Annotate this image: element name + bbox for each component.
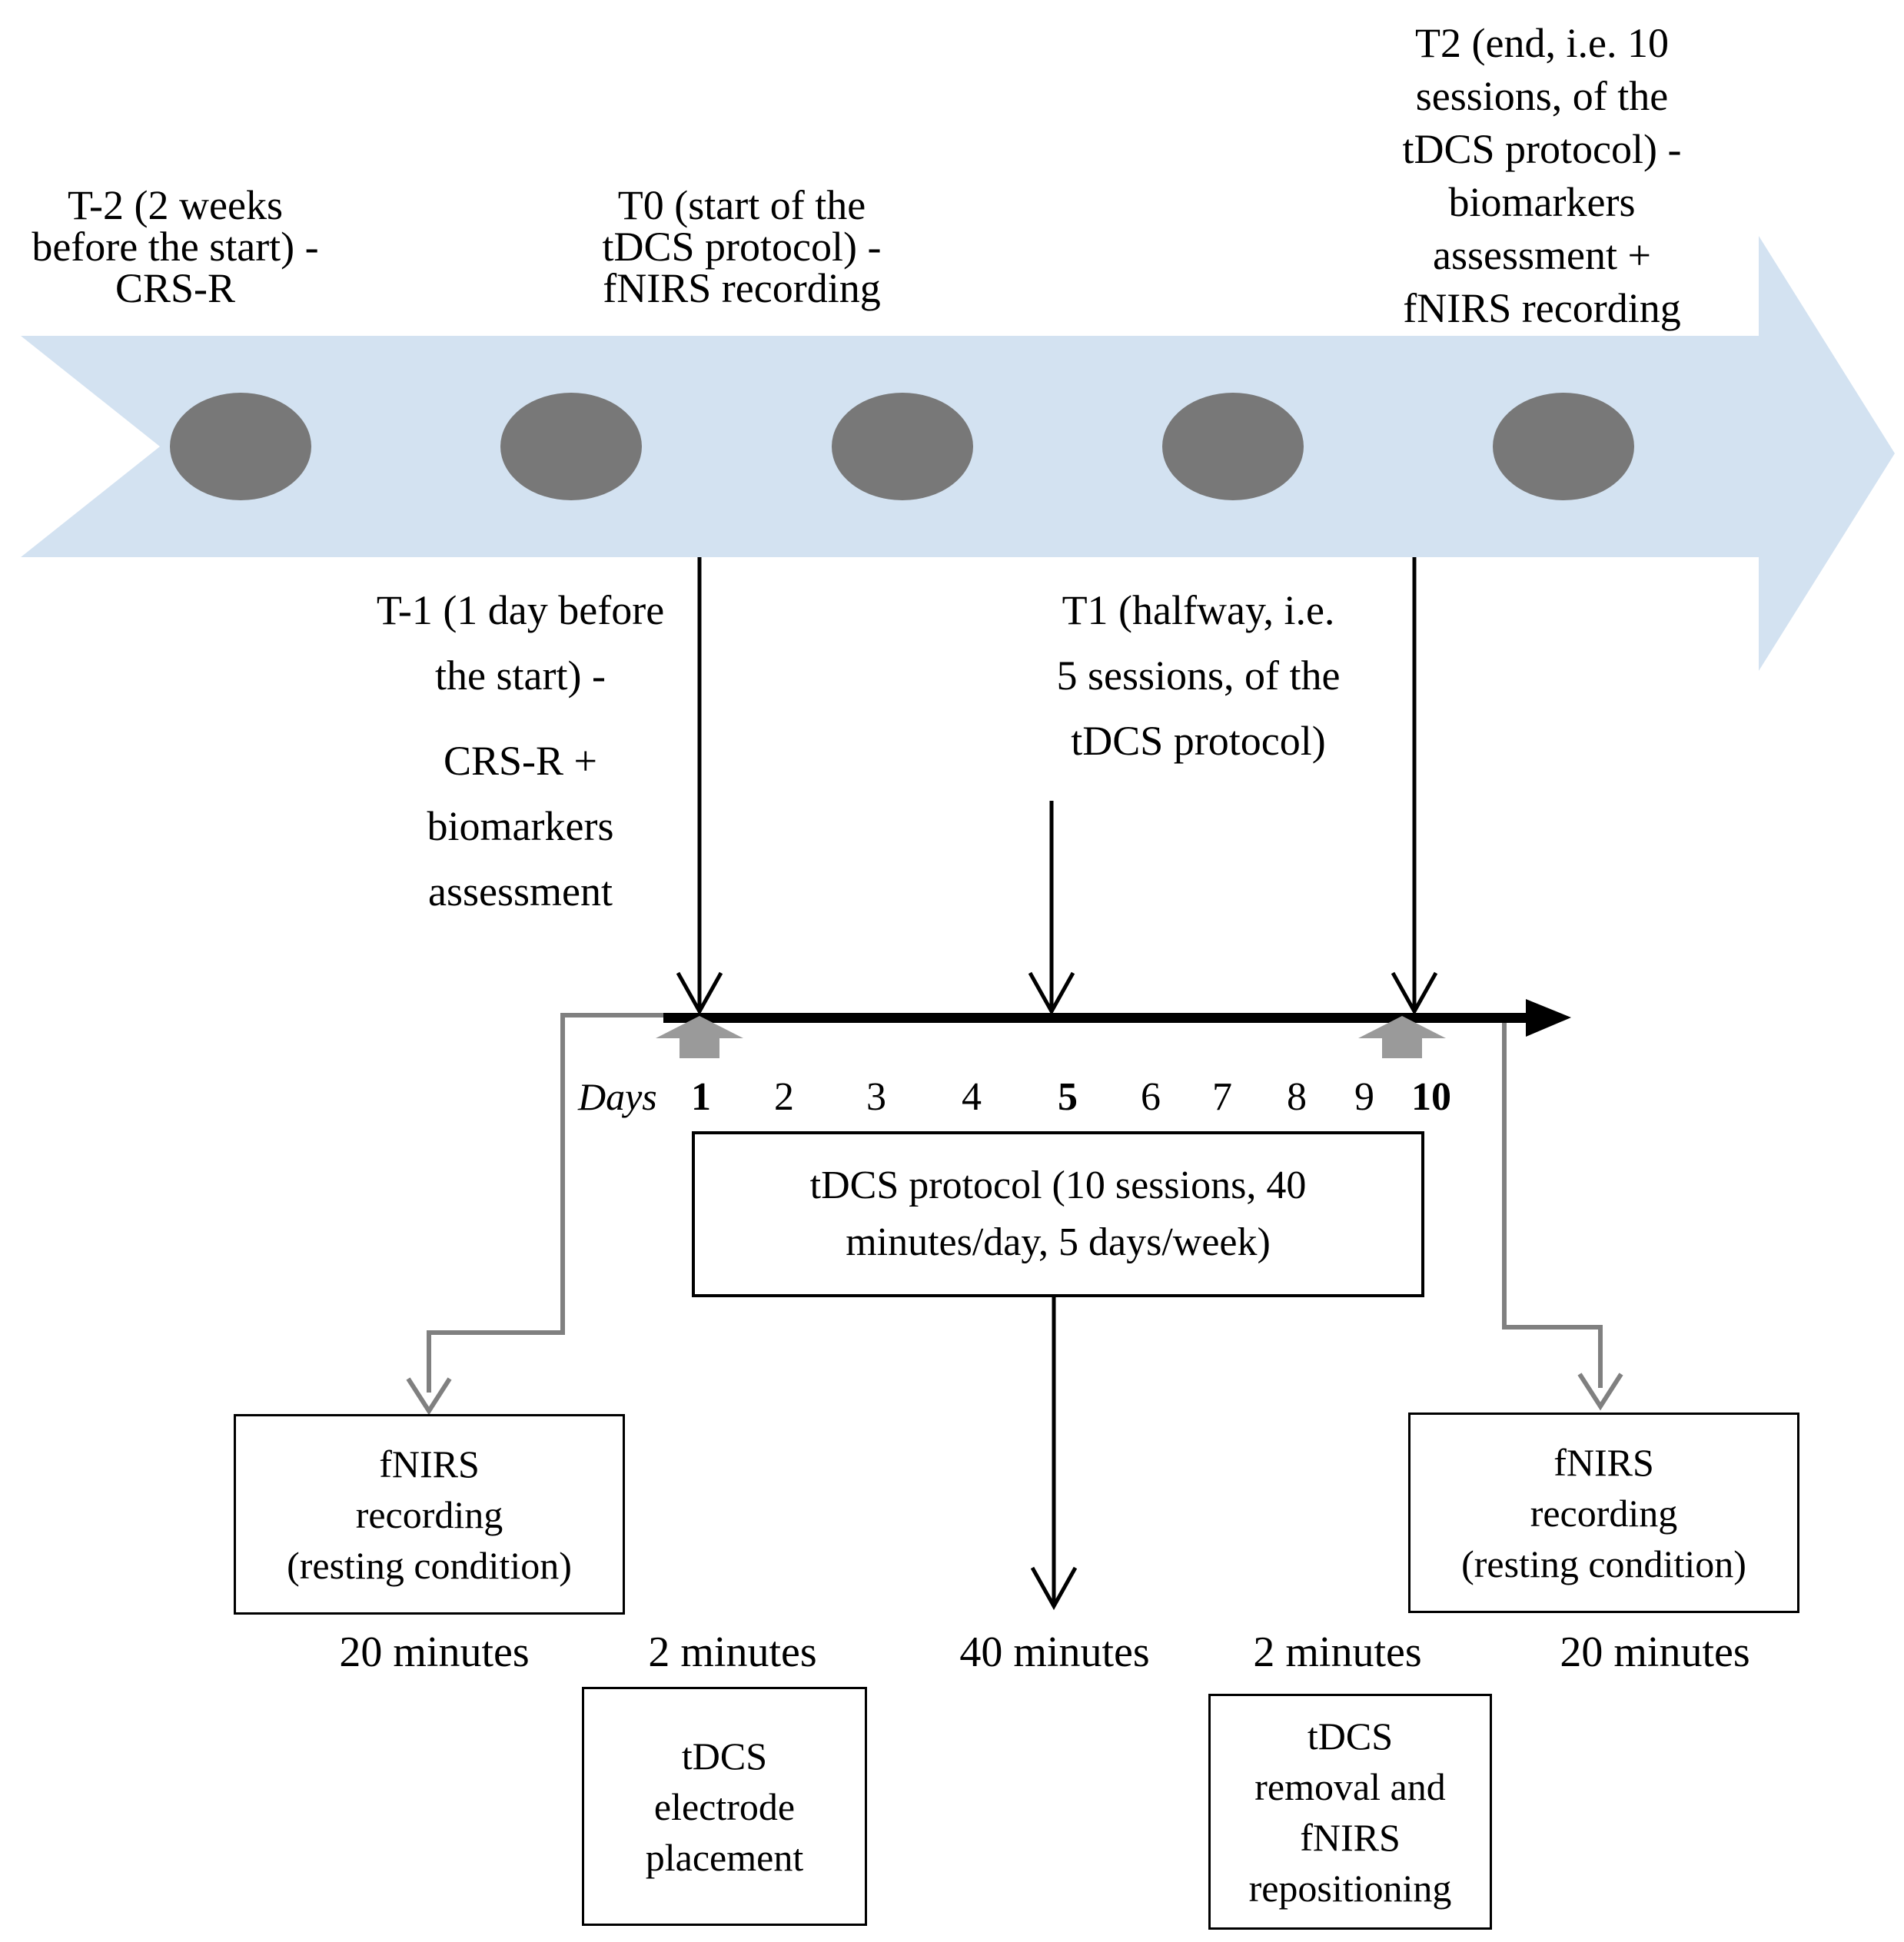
- label-line: 5 sessions, of the: [1056, 652, 1341, 699]
- milestone-dot-t0: [832, 393, 973, 500]
- day-tick-8: 8: [1287, 1075, 1307, 1119]
- label-line: assessment +: [1433, 232, 1651, 278]
- block-up-arrow-day1-icon: [656, 1016, 743, 1058]
- box-line: fNIRS: [1300, 1815, 1401, 1859]
- milestone-dot-t1: [1162, 393, 1304, 500]
- label-line: before the start) -: [32, 224, 319, 270]
- day-tick-5: 5: [1058, 1075, 1078, 1119]
- label-line: fNIRS recording: [603, 265, 881, 311]
- box-line: placement: [645, 1835, 804, 1879]
- day-axis-bar: [663, 1013, 1526, 1023]
- label-t1: T1 (halfway, i.e. 5 sessions, of the tDC…: [1057, 578, 1341, 774]
- day-tick-6: 6: [1141, 1075, 1161, 1119]
- day-tick-3: 3: [866, 1075, 886, 1119]
- box-line: repositioning: [1248, 1866, 1452, 1910]
- label-t0: T0 (start of the tDCS protocol) - fNIRS …: [603, 184, 882, 309]
- duration-fnirs-right: 20 minutes: [1560, 1628, 1750, 1676]
- day-axis-arrowhead-icon: [1526, 999, 1571, 1037]
- connector-left-elbow: [427, 1013, 699, 1393]
- box-line: recording: [1530, 1491, 1678, 1535]
- label-paragraph: CRS-R + biomarkers assessment: [377, 729, 664, 925]
- t2-drop-arrowhead-icon: [1391, 971, 1438, 1016]
- label-line: the start) -: [435, 652, 606, 699]
- duration-stimulation: 40 minutes: [959, 1628, 1150, 1676]
- label-line: biomarkers: [427, 803, 614, 849]
- label-line: T2 (end, i.e. 10: [1415, 20, 1669, 66]
- milestone-dot-t2: [1493, 393, 1634, 500]
- day-tick-4: 4: [962, 1075, 982, 1119]
- label-line: assessment: [428, 868, 613, 915]
- duration-electrode: 2 minutes: [648, 1628, 817, 1676]
- duration-fnirs-left: 20 minutes: [339, 1628, 530, 1676]
- connector-left-arrowhead-icon: [406, 1377, 452, 1416]
- stimulation-arrowhead-icon: [1030, 1566, 1078, 1611]
- duration-removal: 2 minutes: [1253, 1628, 1422, 1676]
- box-line: fNIRS: [379, 1442, 480, 1486]
- label-t2-end: T2 (end, i.e. 10 sessions, of the tDCS p…: [1403, 17, 1682, 335]
- label-line: fNIRS recording: [1403, 285, 1681, 331]
- milestone-dot-t-1: [500, 393, 642, 500]
- label-line: tDCS protocol) -: [602, 224, 882, 270]
- milestone-dot-t-2: [170, 393, 311, 500]
- label-line: tDCS protocol): [1071, 718, 1326, 764]
- label-paragraph: T-1 (1 day before the start) -: [377, 578, 664, 709]
- box-line: minutes/day, 5 days/week): [846, 1220, 1271, 1264]
- removal-repositioning-box: tDCS removal and fNIRS repositioning: [1208, 1694, 1492, 1930]
- box-line: removal and: [1254, 1764, 1446, 1808]
- box-line: fNIRS: [1553, 1440, 1654, 1484]
- box-line: (resting condition): [1461, 1542, 1746, 1585]
- label-line: biomarkers: [1448, 179, 1636, 225]
- day-tick-10: 10: [1411, 1075, 1451, 1119]
- day-tick-9: 9: [1354, 1075, 1374, 1119]
- label-line: tDCS protocol) -: [1402, 126, 1682, 172]
- label-line: CRS-R: [115, 265, 236, 311]
- tdcs-protocol-box: tDCS protocol (10 sessions, 40 minutes/d…: [692, 1131, 1424, 1297]
- label-line: T0 (start of the: [617, 182, 866, 228]
- day-tick-7: 7: [1212, 1075, 1232, 1119]
- label-line: T-2 (2 weeks: [68, 182, 283, 228]
- box-line: tDCS protocol (10 sessions, 40: [809, 1164, 1307, 1207]
- box-line: tDCS: [681, 1734, 768, 1778]
- day-tick-2: 2: [774, 1075, 794, 1119]
- label-t-minus-2: T-2 (2 weeks before the start) - CRS-R: [32, 184, 318, 309]
- connector-right-arrowhead-icon: [1577, 1373, 1623, 1411]
- t1-drop-arrowhead-icon: [1028, 971, 1075, 1016]
- connector-right-elbow: [1414, 1013, 1603, 1388]
- box-line: (resting condition): [287, 1543, 572, 1587]
- t0-drop-arrowhead-icon: [676, 971, 723, 1016]
- label-line: sessions, of the: [1415, 73, 1669, 119]
- label-line: T1 (halfway, i.e.: [1062, 587, 1335, 633]
- box-line: electrode: [653, 1784, 796, 1828]
- box-line: recording: [355, 1492, 503, 1536]
- box-line: tDCS: [1307, 1714, 1394, 1758]
- block-up-arrow-day10-icon: [1358, 1016, 1446, 1058]
- fnirs-recording-right-box: fNIRS recording (resting condition): [1408, 1413, 1799, 1613]
- days-axis-title: Days: [578, 1075, 657, 1118]
- label-line: CRS-R +: [443, 738, 598, 784]
- day-tick-1: 1: [691, 1075, 711, 1119]
- electrode-placement-box: tDCS electrode placement: [582, 1687, 867, 1926]
- fnirs-recording-left-box: fNIRS recording (resting condition): [234, 1414, 625, 1615]
- label-t-minus-1: T-1 (1 day before the start) - CRS-R + b…: [377, 578, 664, 925]
- label-line: T-1 (1 day before: [376, 587, 665, 633]
